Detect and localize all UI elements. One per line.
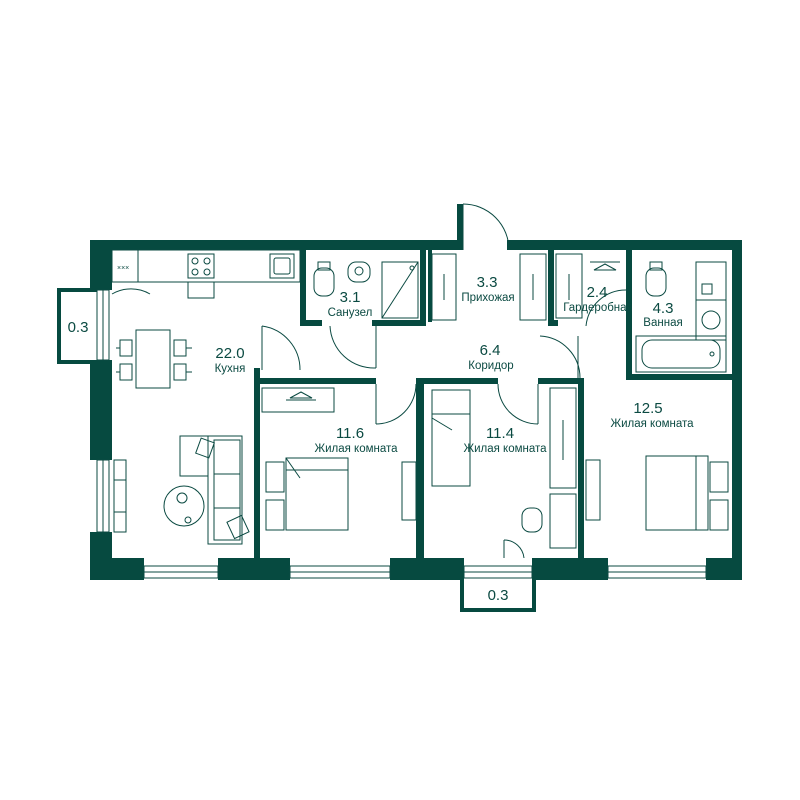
- wardrobe-icon: [585, 459, 601, 521]
- toilet-icon: [645, 261, 667, 297]
- wardrobe-icon: [555, 253, 620, 319]
- windows: [96, 289, 707, 579]
- kitchen-name: Кухня: [215, 363, 246, 375]
- interior-walls: [254, 250, 732, 558]
- left-balcony-area: 0.3: [68, 319, 89, 336]
- bed-icon: [265, 457, 349, 531]
- wardrobe-area: 2.4: [587, 284, 608, 301]
- sofa-icon: [179, 435, 250, 545]
- wardrobe-icon: [549, 387, 577, 489]
- room-bedroom2: 11.4 Жилая комната: [463, 425, 547, 455]
- room-bedroom1: 11.6 Жилая комната: [314, 425, 398, 455]
- corridor-name: Коридор: [468, 360, 513, 372]
- sink-icon: [347, 261, 371, 283]
- corridor-area: 6.4: [480, 342, 501, 359]
- kitchen-area: 22.0: [215, 345, 244, 362]
- shower-icon: [381, 261, 419, 319]
- wardrobe-icon: [431, 253, 547, 321]
- wardrobe-icon: [261, 387, 335, 413]
- room-bathroom1: 3.1 Санузел: [328, 289, 373, 319]
- bedroom2-name: Жилая комната: [463, 443, 547, 455]
- room-corridor: 6.4 Коридор: [468, 342, 513, 372]
- bathroom2-name: Ванная: [643, 317, 682, 329]
- hall-name: Прихожая: [461, 292, 514, 304]
- room-wardrobe: 2.4 Гардеробная: [563, 284, 633, 314]
- kitchen-counter: ×××: [111, 249, 301, 299]
- desk-icon: [521, 493, 577, 549]
- bedroom3-area: 12.5: [633, 400, 662, 417]
- exterior-walls: [90, 240, 742, 580]
- coffee-table: [163, 485, 205, 527]
- stove-icon: [187, 253, 215, 279]
- bottom-balcony-area: 0.3: [488, 587, 509, 604]
- hall-area: 3.3: [477, 274, 498, 291]
- bathroom2-area: 4.3: [653, 300, 674, 317]
- svg-text:×××: ×××: [117, 265, 129, 272]
- room-hall: 3.3 Прихожая: [461, 274, 514, 304]
- room-bathroom2: 4.3 Ванная: [643, 300, 682, 329]
- bedroom3-name: Жилая комната: [610, 418, 694, 430]
- bottom-balcony: [460, 576, 536, 612]
- dining-table-icon: [116, 329, 192, 389]
- desk-icon: [401, 461, 417, 521]
- bedroom1-name: Жилая комната: [314, 443, 398, 455]
- bed-icon: [431, 389, 471, 487]
- toilet-icon: [313, 261, 335, 297]
- bedroom1-area: 11.6: [336, 425, 364, 442]
- bed-icon: [645, 455, 729, 531]
- left-balcony: [57, 288, 97, 364]
- wardrobe-name: Гардеробная: [563, 302, 633, 314]
- tv-unit: [113, 459, 127, 533]
- bathroom1-area: 3.1: [340, 289, 361, 306]
- washing-machine-icon: [695, 261, 727, 341]
- sink-icon: [269, 253, 295, 279]
- room-bedroom3: 12.5 Жилая комната: [610, 400, 694, 430]
- room-kitchen: 22.0 Кухня: [215, 345, 246, 375]
- bathtub-icon: [635, 335, 727, 373]
- interior-doors: [111, 288, 627, 559]
- entrance-door-icon: [457, 203, 513, 251]
- bathroom1-name: Санузел: [328, 307, 373, 319]
- bedroom2-area: 11.4: [486, 425, 514, 442]
